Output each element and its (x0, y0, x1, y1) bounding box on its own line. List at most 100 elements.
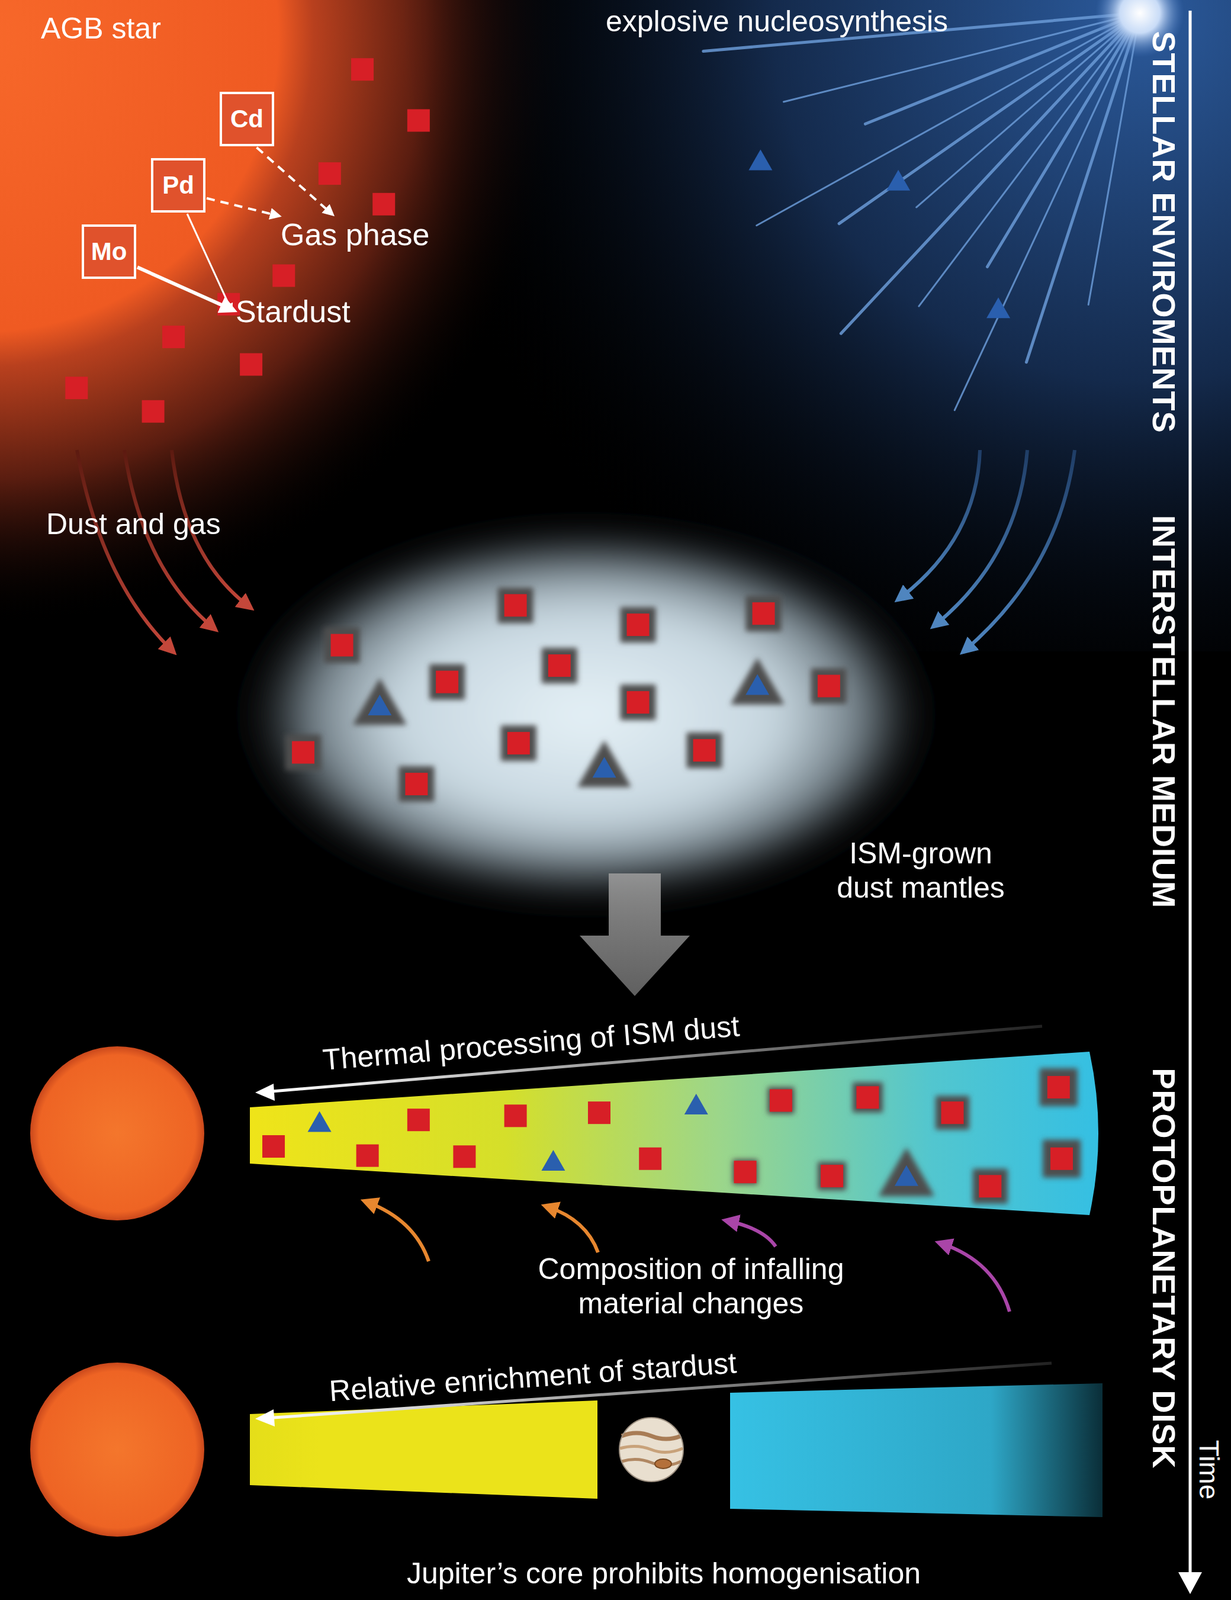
element-arrow (187, 213, 231, 310)
explosive-grain (592, 756, 617, 778)
dust-mantle (541, 647, 578, 684)
dust-mantle (1042, 1139, 1081, 1178)
stardust-grain (548, 654, 571, 677)
node-text: Stardust (235, 294, 351, 329)
ray (954, 13, 1140, 411)
ray (839, 13, 1140, 224)
element-arrow (137, 267, 231, 310)
section-heading: INTERSTELLAR MEDIUM (1145, 515, 1183, 909)
stardust-grain (262, 1135, 285, 1158)
dust-mantle (811, 668, 847, 705)
stardust-grain (65, 376, 88, 400)
stardust-grain (407, 1108, 430, 1131)
stardust-grain (734, 1160, 757, 1184)
dust-mantle (577, 740, 632, 787)
section-heading: PROTOPLANETARY DISK (1145, 1067, 1183, 1469)
explosive-grain (745, 674, 770, 696)
stardust-grain (940, 1101, 964, 1124)
dust-mantle (429, 664, 465, 700)
ray (916, 13, 1140, 208)
explosive-grain (748, 149, 773, 170)
stardust-grain (504, 593, 527, 617)
stardust-grain (162, 325, 185, 349)
dust-mantle (852, 1082, 883, 1113)
dust-mantle (730, 657, 785, 705)
stardust-grain (372, 193, 395, 216)
annotation-label: Composition of infalling material change… (489, 1252, 893, 1321)
element-arrow (206, 198, 278, 216)
annotation-label: Thermal processing of ISM dust (321, 1008, 741, 1078)
stardust-grain (272, 264, 295, 287)
annotation-label: ISM-grown dust mantles (820, 836, 1022, 905)
stardust-grain (856, 1085, 879, 1109)
dust-mantle (620, 684, 657, 721)
stardust-grain (330, 634, 354, 657)
element-box: Pd (150, 158, 206, 213)
element-box: Cd (219, 91, 275, 147)
explosive-grain (684, 1093, 709, 1115)
explosive-grain (886, 169, 911, 191)
phase-label: Gas phase (280, 216, 430, 253)
dust-mantle (324, 627, 361, 664)
stardust-grain (405, 772, 428, 796)
node-text: Mo (91, 237, 128, 266)
dust-mantle (935, 1095, 970, 1130)
dust-mantle (817, 1161, 847, 1191)
phase-label: Stardust (235, 293, 351, 330)
dust-mantle (1039, 1068, 1078, 1107)
element-box: Mo (81, 224, 137, 279)
stardust-grain (318, 162, 342, 185)
dust-mantle (686, 732, 723, 768)
node-text: Gas phase (280, 217, 430, 252)
stardust-grain (638, 1147, 662, 1171)
dust-mantle (733, 1159, 758, 1185)
element-arrow (256, 147, 331, 214)
section-heading: STELLAR ENVIROMENTS (1145, 30, 1183, 433)
stardust-grain (1047, 1075, 1070, 1099)
stardust-grain (1050, 1147, 1073, 1171)
stardust-grain (351, 58, 374, 81)
stardust-grain (452, 1145, 476, 1168)
dust-mantle (878, 1147, 935, 1197)
annotation-label: explosive nucleosynthesis (605, 4, 948, 40)
annotation-label: Dust and gas (46, 507, 221, 542)
stardust-grain (507, 731, 530, 755)
explosive-grain (367, 694, 392, 716)
annotation-label: Time (1193, 1440, 1226, 1500)
annotation-label: AGB star (40, 11, 162, 47)
stardust-grain (978, 1174, 1002, 1198)
stardust-grain (142, 400, 165, 423)
stardust-grain (291, 741, 315, 764)
stardust-grain (435, 670, 459, 694)
ray (1026, 13, 1140, 363)
stardust-grain (627, 613, 650, 636)
stardust-grain (820, 1164, 844, 1188)
explosive-grain (307, 1110, 332, 1132)
annotation-label: Jupiter’s core prohibits homogenisation (406, 1556, 921, 1592)
explosive-grain (541, 1149, 565, 1171)
node-text: Cd (230, 104, 264, 134)
stardust-grain (587, 1101, 611, 1124)
dust-mantle (285, 734, 321, 771)
stardust-grain (769, 1088, 793, 1112)
stardust-grain (627, 690, 650, 714)
ray (840, 13, 1140, 334)
node-text: Pd (162, 171, 195, 200)
dust-mantle (398, 766, 435, 802)
dust-mantle (352, 677, 407, 725)
stardust-grain (504, 1104, 527, 1127)
explosive-grain (894, 1165, 919, 1186)
dust-mantle (767, 1087, 795, 1114)
dust-mantle (620, 606, 657, 643)
stardust-grain (693, 738, 716, 762)
dust-mantle (746, 595, 782, 632)
stardust-grain (239, 352, 263, 376)
stardust-grain (407, 108, 430, 132)
dust-mantle (497, 587, 534, 623)
explosive-grain (986, 297, 1011, 318)
stardust-grain (752, 602, 776, 625)
dust-mantle (972, 1168, 1008, 1204)
dust-mantle (500, 725, 537, 761)
stardust-grain (356, 1144, 379, 1168)
